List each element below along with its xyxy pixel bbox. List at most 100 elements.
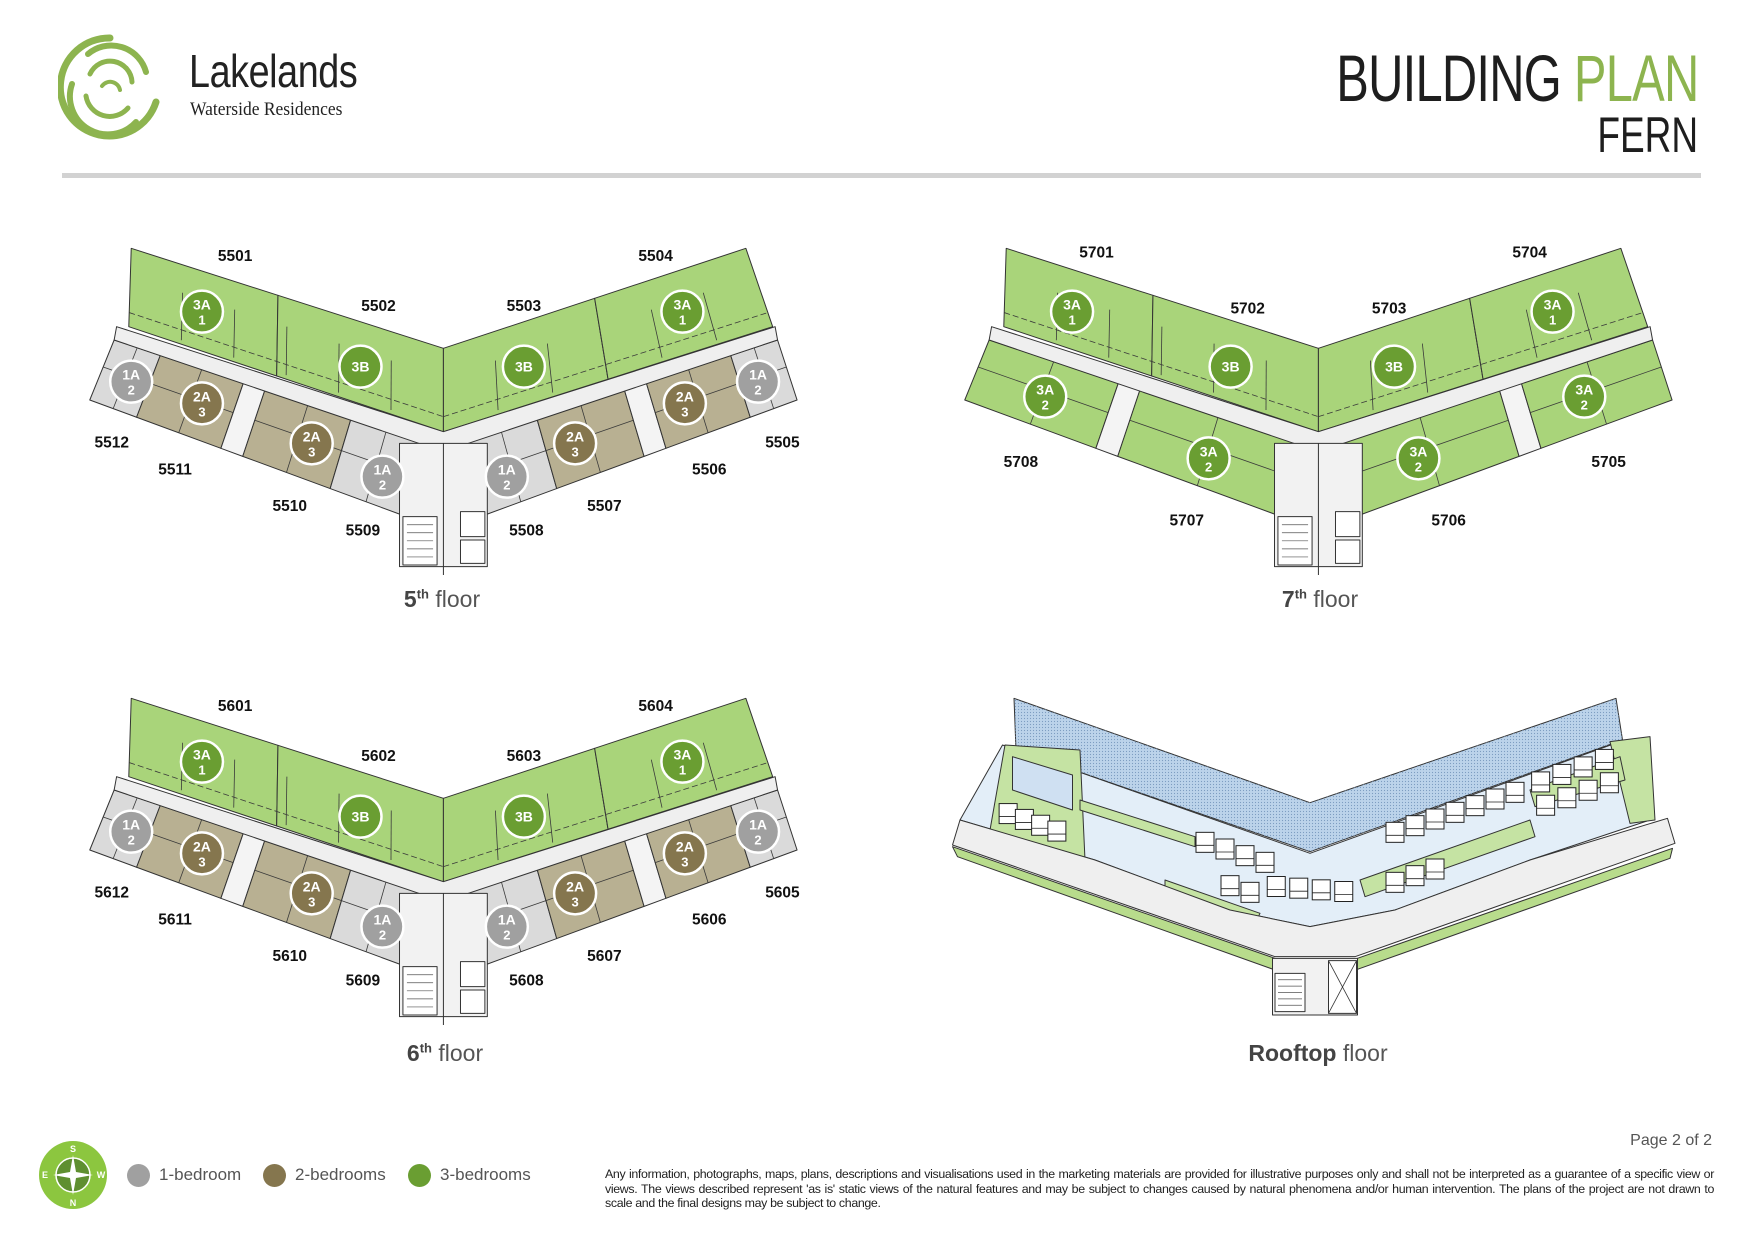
unit-type-badge <box>484 904 530 949</box>
lounger-icon <box>1425 858 1445 880</box>
lift-icon <box>459 961 486 988</box>
unit-type: 3B <box>352 809 370 825</box>
unit-badge-5708[interactable]: 3A2 <box>1022 374 1068 419</box>
unit-badge-5509[interactable]: 1A2 <box>360 454 405 499</box>
unit-badge-5702[interactable]: 3B <box>1208 344 1253 389</box>
wall-line <box>1421 343 1429 393</box>
unit-number[interactable]: 5602 <box>361 748 395 765</box>
wall-line <box>285 776 288 826</box>
unit-number[interactable]: 5608 <box>509 972 544 989</box>
title-main: BUILDING <box>1335 41 1562 115</box>
wall-line <box>233 759 236 808</box>
unit-type-badge <box>735 359 781 404</box>
unit-badge-5511[interactable]: 2A3 <box>179 381 225 426</box>
lounger-icon <box>1405 815 1425 837</box>
unit-number[interactable]: 5705 <box>1591 454 1626 471</box>
unit-number[interactable]: 5506 <box>692 461 727 478</box>
unit-type-badge <box>360 904 405 949</box>
unit-badge-5602[interactable]: 3B <box>338 794 383 839</box>
unit-number[interactable]: 5706 <box>1431 512 1466 529</box>
unit-badge-5505[interactable]: 1A2 <box>735 359 781 404</box>
unit-type: 3A <box>1200 443 1218 459</box>
unit-badge-5705[interactable]: 3A2 <box>1562 374 1607 419</box>
lounger-icon <box>1334 881 1354 902</box>
unit-number[interactable]: 5510 <box>273 498 307 515</box>
unit-badge-5601[interactable]: 3A1 <box>179 739 225 784</box>
unit-variant: 2 <box>128 383 135 398</box>
unit-number[interactable]: 5609 <box>346 972 381 989</box>
unit-badge-5506[interactable]: 2A3 <box>662 381 708 426</box>
unit-badge-5603[interactable]: 3B <box>501 794 547 839</box>
unit-number[interactable]: 5502 <box>361 298 395 315</box>
unit-number[interactable]: 5508 <box>509 522 544 539</box>
unit-badge-5510[interactable]: 2A3 <box>289 421 334 466</box>
unit-type: 3A <box>673 297 691 313</box>
unit-number[interactable]: 5504 <box>638 248 673 265</box>
unit-number[interactable]: 5607 <box>587 948 621 965</box>
unit-number[interactable]: 5505 <box>765 435 800 452</box>
unit-type: 3A <box>1544 297 1562 313</box>
unit-badge-5612[interactable]: 1A2 <box>108 809 154 854</box>
corridor <box>113 776 779 903</box>
unit-number[interactable]: 5702 <box>1230 300 1264 317</box>
unit-number[interactable]: 5605 <box>765 885 800 902</box>
unit-number[interactable]: 5707 <box>1169 512 1203 529</box>
unit-badge-5706[interactable]: 3A2 <box>1396 436 1441 481</box>
wall-line <box>1525 309 1538 358</box>
unit-number[interactable]: 5511 <box>158 461 192 478</box>
unit-number[interactable]: 5704 <box>1512 245 1547 262</box>
unit-badge-5609[interactable]: 1A2 <box>360 904 405 949</box>
unit-type-badge <box>552 421 598 466</box>
unit-number[interactable]: 5610 <box>273 948 307 965</box>
lounger-icon <box>1594 748 1614 770</box>
unit-number[interactable]: 5509 <box>346 522 381 539</box>
unit-type-badge <box>1049 289 1095 334</box>
unit-variant: 1 <box>198 313 205 328</box>
unit-type-badge <box>1208 344 1253 389</box>
unit-number[interactable]: 5703 <box>1372 300 1407 317</box>
unit-number[interactable]: 5601 <box>218 698 253 715</box>
unit-badge-5605[interactable]: 1A2 <box>735 809 781 854</box>
unit-number[interactable]: 5606 <box>692 911 727 928</box>
lounger-icon <box>1573 756 1593 778</box>
lounger-icon <box>1465 795 1485 817</box>
unit-number[interactable]: 5501 <box>218 248 253 265</box>
unit-number[interactable]: 5612 <box>94 885 128 902</box>
unit-number[interactable]: 5512 <box>94 435 128 452</box>
unit-number[interactable]: 5604 <box>638 698 673 715</box>
unit-type: 3B <box>1385 359 1403 375</box>
unit-badge-5701[interactable]: 3A1 <box>1049 289 1095 334</box>
unit-badge-5501[interactable]: 3A1 <box>179 289 225 334</box>
unit-badge-5606[interactable]: 2A3 <box>662 831 708 876</box>
wall-line <box>1318 312 1643 418</box>
unit-badge-5508[interactable]: 1A2 <box>484 454 530 499</box>
unit-badge-5608[interactable]: 1A2 <box>484 904 530 949</box>
unit-variant: 2 <box>754 383 761 398</box>
unit-variant: 2 <box>754 833 761 848</box>
unit-number[interactable]: 5701 <box>1079 245 1114 262</box>
unit-badge-5703[interactable]: 3B <box>1371 344 1417 389</box>
wall-line <box>1160 326 1163 376</box>
building-name: FERN <box>1597 107 1698 163</box>
unit-badge-5512[interactable]: 1A2 <box>108 359 154 404</box>
wall-line <box>494 810 499 861</box>
unit-variant: 2 <box>503 478 510 493</box>
unit-badge-5704[interactable]: 3A1 <box>1530 289 1575 334</box>
unit-badge-5610[interactable]: 2A3 <box>289 871 334 916</box>
water-texture <box>1014 698 1623 852</box>
unit-badge-5504[interactable]: 3A1 <box>660 289 705 334</box>
unit-badge-5611[interactable]: 2A3 <box>179 831 225 876</box>
unit-number[interactable]: 5708 <box>1004 454 1039 471</box>
unit-badge-5502[interactable]: 3B <box>338 344 383 389</box>
unit-type: 1A <box>122 817 140 833</box>
unit-badge-5507[interactable]: 2A3 <box>552 421 598 466</box>
unit-number[interactable]: 5507 <box>587 498 621 515</box>
unit-number[interactable]: 5603 <box>507 748 542 765</box>
unit-badge-5503[interactable]: 3B <box>501 344 547 389</box>
unit-badge-5604[interactable]: 3A1 <box>660 739 705 784</box>
unit-badge-5607[interactable]: 2A3 <box>552 871 598 916</box>
legend-dot-tan <box>263 1163 286 1187</box>
unit-number[interactable]: 5503 <box>507 298 542 315</box>
unit-badge-5707[interactable]: 3A2 <box>1186 436 1231 481</box>
unit-number[interactable]: 5611 <box>158 911 192 928</box>
